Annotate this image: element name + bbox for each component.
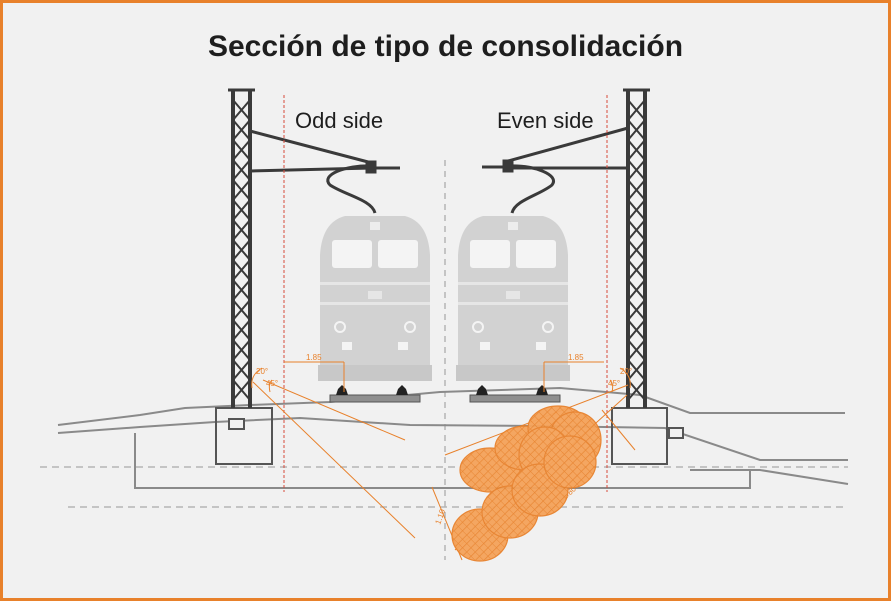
dim-right-angle-inner: 45° [608, 379, 620, 388]
diagram-title: Sección de tipo de consolidación [207, 30, 684, 63]
left-catenary-mast [228, 88, 255, 408]
dim-right-offset: 1.85 [568, 353, 584, 362]
right-mast-foundation [611, 407, 684, 465]
left-mast-foundation [215, 407, 273, 465]
track-even-side [469, 385, 561, 403]
odd-side-label: Odd side [295, 108, 384, 133]
dim-right-angle-outer: 20° [620, 367, 632, 376]
right-catenary-mast [623, 88, 650, 408]
embankment-profile [57, 386, 849, 489]
dim-left-offset: 1.85 [306, 353, 322, 362]
consolidation-columns [451, 405, 602, 562]
dim-left-angle-outer: 20° [256, 367, 268, 376]
train-odd-side [318, 216, 432, 381]
left-cantilever [249, 129, 400, 214]
track-odd-side [329, 385, 421, 403]
right-cantilever [482, 126, 629, 214]
train-even-side [456, 216, 570, 381]
dim-left-angle-inner: 45° [266, 379, 278, 388]
even-side-label: Even side [497, 108, 594, 133]
dimension-left [251, 361, 416, 539]
